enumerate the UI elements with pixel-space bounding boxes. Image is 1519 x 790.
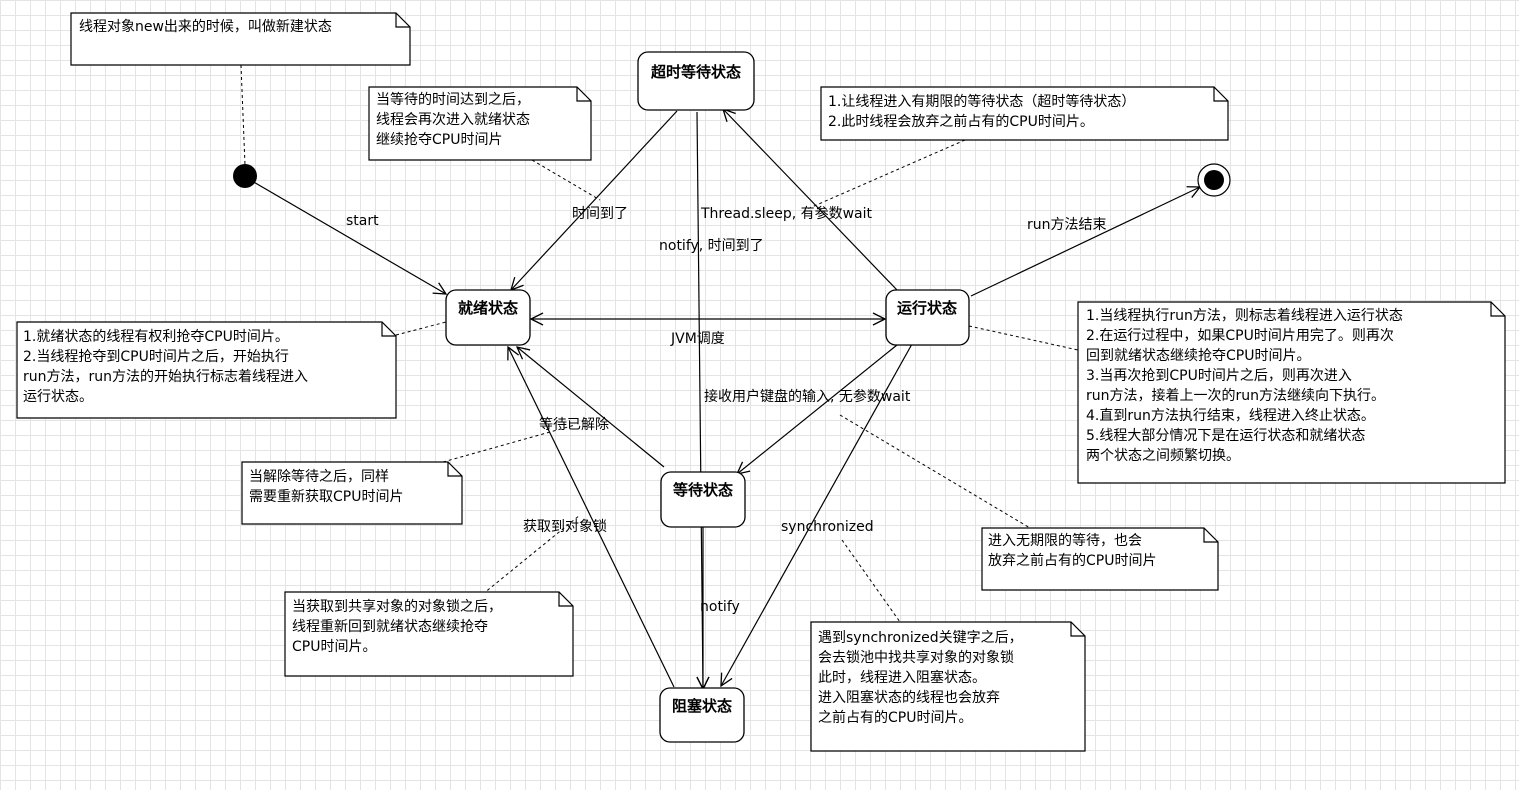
note-sync-desc-text: 遇到synchronized关键字之后， 会去锁池中找共享对象的对象锁 此时，线… — [818, 630, 1027, 726]
state-ready: 就绪状态 — [445, 289, 531, 346]
note-lock-acquired: 当获取到共享对象的对象锁之后， 线程重新回到就绪状态继续抢夺 CPU时间片。 — [284, 591, 574, 677]
label-notify-timeout: notify, 时间到了 — [659, 238, 764, 254]
label-timeout-to-ready: 时间到了 — [572, 206, 628, 222]
edge-timed-to-blocked — [697, 111, 703, 689]
note-timed-wait-text: 1.让线程进入有期限的等待状态（超时等待状态） 2.此时线程会放弃之前占有的CP… — [828, 93, 1140, 130]
note-running-desc: 1.当线程执行run方法，则标志着线程进入运行状态 2.在运行过程中，如果CPU… — [1077, 301, 1506, 484]
edge-running-to-timed — [723, 109, 898, 291]
label-run-end: run方法结束 — [1027, 217, 1107, 233]
edge-timeout-to-ready — [511, 110, 678, 290]
state-blocked: 阻塞状态 — [659, 687, 745, 743]
connector-sync-note — [841, 539, 901, 623]
state-running: 运行状态 — [885, 289, 970, 346]
connector-running-note — [968, 325, 1079, 351]
state-waiting: 等待状态 — [660, 471, 746, 528]
note-wait-released-text: 当解除等待之后，同样 需要重新获取CPU时间片 — [249, 468, 403, 505]
note-lock-acquired-text: 当获取到共享对象的对象锁之后， 线程重新回到就绪状态继续抢夺 CPU时间片。 — [292, 598, 506, 655]
edge-run-end — [970, 187, 1200, 297]
label-got-lock: 获取到对象锁 — [523, 519, 607, 535]
transition-labels: start 时间到了 Thread.sleep, 有参数wait notify,… — [346, 205, 1107, 615]
connector-timed-note — [804, 139, 966, 211]
edge-blocked-to-ready — [508, 347, 675, 688]
note-ready-desc: 1.就绪状态的线程有权利抢夺CPU时间片。 2.当线程抢夺到CPU时间片之后，开… — [16, 321, 397, 419]
state-blocked-label: 阻塞状态 — [672, 697, 732, 715]
label-start: start — [346, 213, 379, 229]
final-state — [1197, 163, 1231, 197]
connector-indefinite-note — [839, 414, 1031, 529]
edge-running-to-blocked — [721, 343, 913, 686]
note-sync-desc: 遇到synchronized关键字之后， 会去锁池中找共享对象的对象锁 此时，线… — [810, 621, 1086, 752]
state-ready-label: 就绪状态 — [458, 299, 518, 317]
note-connectors — [240, 64, 1079, 623]
edges — [244, 109, 1200, 689]
connector-new-note — [240, 64, 246, 166]
state-waiting-label: 等待状态 — [673, 481, 733, 499]
note-ready-desc-text: 1.就绪状态的线程有权利抢夺CPU时间片。 2.当线程抢夺到CPU时间片之后，开… — [23, 328, 312, 405]
label-notify: notify — [700, 599, 740, 615]
edge-running-to-waiting — [737, 344, 898, 474]
note-indefinite-wait-text: 进入无期限的等待，也会 放弃之前占有的CPU时间片 — [988, 532, 1156, 569]
edge-start — [244, 176, 446, 294]
label-keyboard-wait: 接收用户键盘的输入, 无参数wait — [704, 388, 911, 405]
label-wait-released: 等待已解除 — [539, 416, 609, 433]
note-running-desc-text: 1.当线程执行run方法，则标志着线程进入运行状态 2.在运行过程中，如果CPU… — [1086, 308, 1407, 464]
connector-timeout-note — [531, 159, 601, 201]
label-jvm-schedule: JVM调度 — [670, 331, 725, 347]
note-timeout-reached-text: 当等待的时间达到之后， 线程会再次进入就绪状态 继续抢夺CPU时间片 — [376, 91, 534, 148]
note-indefinite-wait: 进入无期限的等待，也会 放弃之前占有的CPU时间片 — [981, 527, 1219, 591]
state-timed-waiting: 超时等待状态 — [637, 51, 755, 111]
connector-ready-note — [395, 321, 447, 336]
state-running-label: 运行状态 — [897, 299, 957, 317]
initial-state-dot — [233, 164, 257, 188]
edge-waiting-to-ready — [517, 347, 665, 468]
connector-released-note — [442, 424, 576, 463]
label-synchronized: synchronized — [781, 519, 874, 535]
note-timeout-reached: 当等待的时间达到之后， 线程会再次进入就绪状态 继续抢夺CPU时间片 — [368, 86, 592, 161]
connector-lock-note — [477, 514, 581, 599]
state-timed-waiting-label: 超时等待状态 — [650, 63, 741, 81]
note-new-state-text: 线程对象new出来的时候，叫做新建状态 — [79, 19, 332, 35]
note-new-state: 线程对象new出来的时候，叫做新建状态 — [70, 12, 411, 66]
label-sleep-wait: Thread.sleep, 有参数wait — [700, 205, 873, 222]
note-timed-wait: 1.让线程进入有期限的等待状态（超时等待状态） 2.此时线程会放弃之前占有的CP… — [820, 86, 1229, 141]
note-wait-released: 当解除等待之后，同样 需要重新获取CPU时间片 — [241, 461, 463, 525]
